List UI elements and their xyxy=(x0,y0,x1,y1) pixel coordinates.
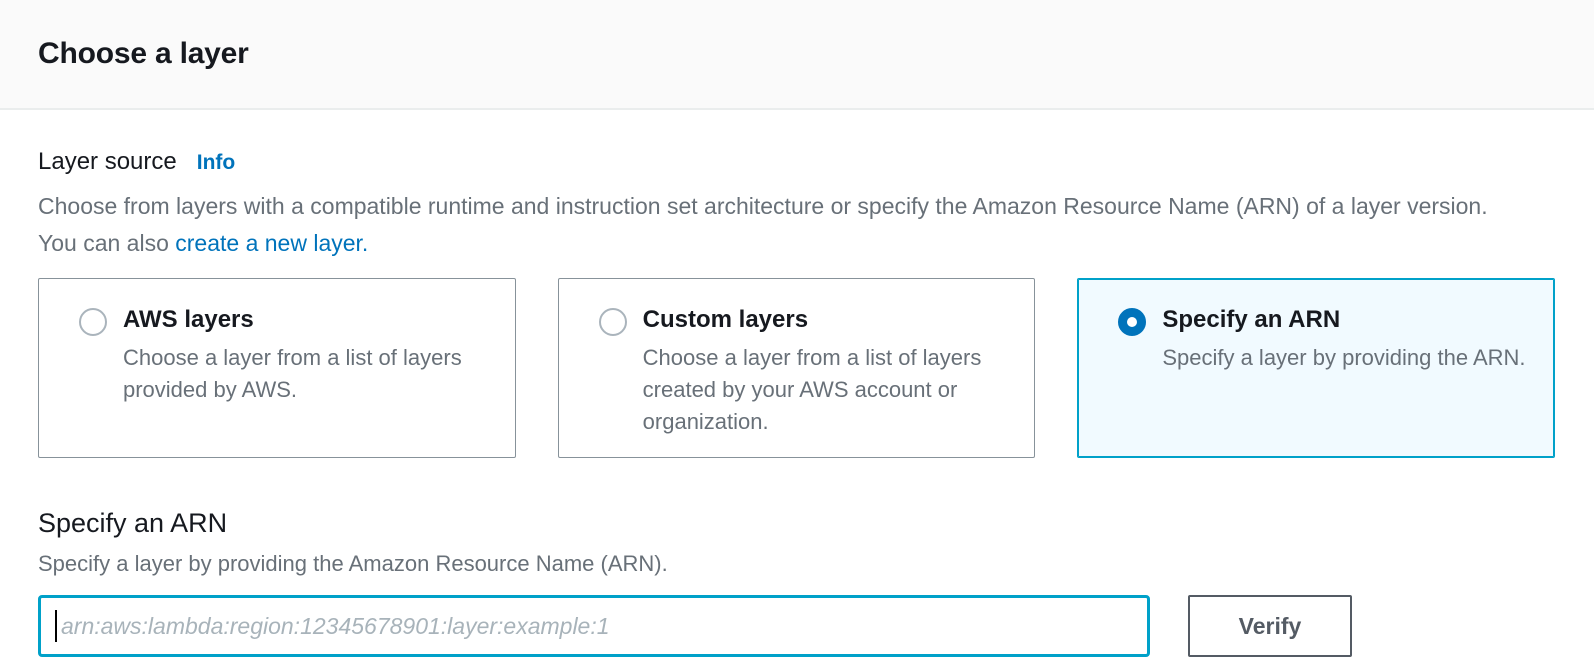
card-aws-layers[interactable]: AWS layers Choose a layer from a list of… xyxy=(38,278,516,458)
panel-content: Layer source Info Choose from layers wit… xyxy=(0,110,1594,657)
layer-source-options: AWS layers Choose a layer from a list of… xyxy=(38,278,1555,458)
layer-source-description: Choose from layers with a compatible run… xyxy=(38,188,1504,262)
card-title: Custom layers xyxy=(642,306,809,333)
radio-icon[interactable] xyxy=(598,308,627,336)
layer-source-label: Layer source xyxy=(38,148,177,175)
arn-input[interactable] xyxy=(38,595,1150,657)
layer-source-description-text: Choose from layers with a compatible run… xyxy=(38,193,1488,256)
create-new-layer-link[interactable]: create a new layer. xyxy=(175,230,369,256)
card-description: Choose a layer from a list of layers cre… xyxy=(642,345,982,434)
radio-selected-icon[interactable] xyxy=(1118,308,1147,336)
layer-source-section: Layer source Info Choose from layers wit… xyxy=(38,148,1555,458)
page-title: Choose a layer xyxy=(38,37,249,70)
card-custom-layers[interactable]: Custom layers Choose a layer from a list… xyxy=(557,278,1036,458)
text-cursor xyxy=(55,610,57,642)
layer-source-label-row: Layer source Info xyxy=(38,148,1555,176)
info-link[interactable]: Info xyxy=(196,151,236,174)
card-title: Specify an ARN xyxy=(1162,306,1341,333)
verify-button[interactable]: Verify xyxy=(1188,595,1352,657)
arn-input-wrap xyxy=(38,595,1150,657)
specify-arn-description: Specify a layer by providing the Amazon … xyxy=(38,551,668,576)
card-text: AWS layers Choose a layer from a list of… xyxy=(123,306,491,457)
card-specify-arn[interactable]: Specify an ARN Specify a layer by provid… xyxy=(1077,278,1555,458)
card-description: Specify a layer by providing the ARN. xyxy=(1162,345,1526,370)
arn-input-row: Verify xyxy=(38,595,1555,657)
specify-arn-title: Specify an ARN xyxy=(38,508,228,538)
card-text: Specify an ARN Specify a layer by provid… xyxy=(1162,306,1525,457)
radio-icon[interactable] xyxy=(79,308,107,336)
card-description: Choose a layer from a list of layers pro… xyxy=(123,345,462,402)
card-text: Custom layers Choose a layer from a list… xyxy=(643,306,1011,457)
card-title: AWS layers xyxy=(123,306,254,333)
specify-arn-section: Specify an ARN Specify a layer by provid… xyxy=(38,508,1555,657)
panel-header: Choose a layer xyxy=(0,0,1594,110)
